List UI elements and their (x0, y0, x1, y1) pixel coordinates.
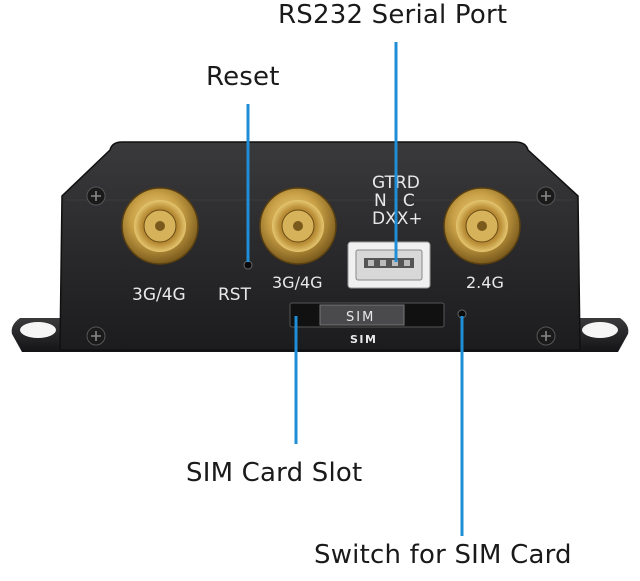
serial-pins-row2: N C (374, 191, 415, 211)
sma-connector-right (443, 187, 521, 265)
reset-pinhole[interactable] (243, 260, 253, 270)
callout-lines (246, 42, 464, 536)
antenna-middle-label: 3G/4G (272, 273, 323, 292)
screw-bottom-left (86, 326, 106, 346)
screw-top-left (86, 186, 106, 206)
flange-slot-left (20, 322, 56, 338)
sim-tray-label: SIM (346, 310, 375, 325)
sma-connector-middle (259, 187, 337, 265)
sim-switch-callout-label: Switch for SIM Card (314, 540, 572, 570)
rs232-serial-port (347, 241, 431, 289)
flange-slot-right (582, 322, 618, 338)
screw-bottom-right (536, 326, 556, 346)
antenna-right-label: 2.4G (466, 273, 504, 292)
antenna-left-label: 3G/4G (132, 285, 186, 305)
sim-slot-callout-label: SIM Card Slot (186, 458, 363, 488)
rs232-callout-label: RS232 Serial Port (278, 0, 508, 30)
sma-connector-left (121, 187, 199, 265)
sim-card-slot[interactable] (289, 302, 445, 328)
screw-top-right (536, 186, 556, 206)
sim-below-label: SIM (350, 333, 377, 346)
reset-label: RST (218, 285, 252, 305)
reset-callout-label: Reset (206, 62, 280, 92)
